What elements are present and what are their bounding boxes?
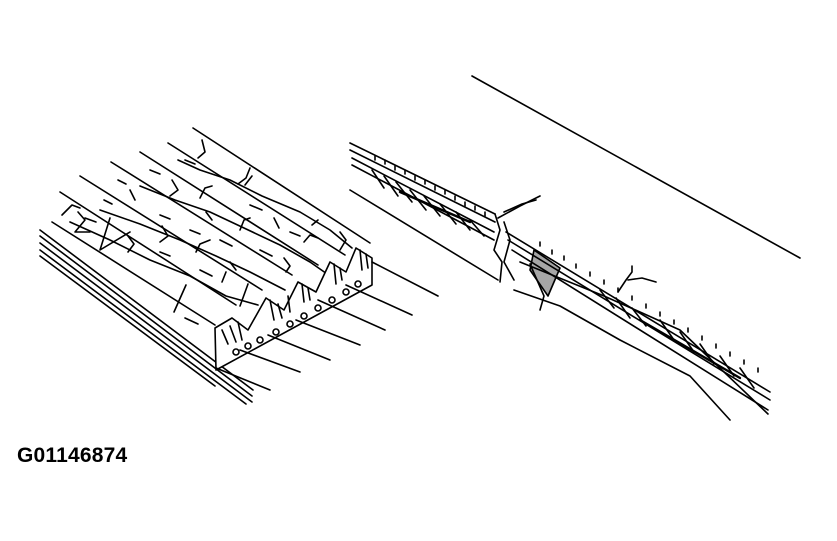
belt-section-drawing: [349, 75, 801, 421]
ribbed-belt-drawing: [39, 127, 439, 405]
figure-id-label: G01146874: [17, 444, 128, 467]
